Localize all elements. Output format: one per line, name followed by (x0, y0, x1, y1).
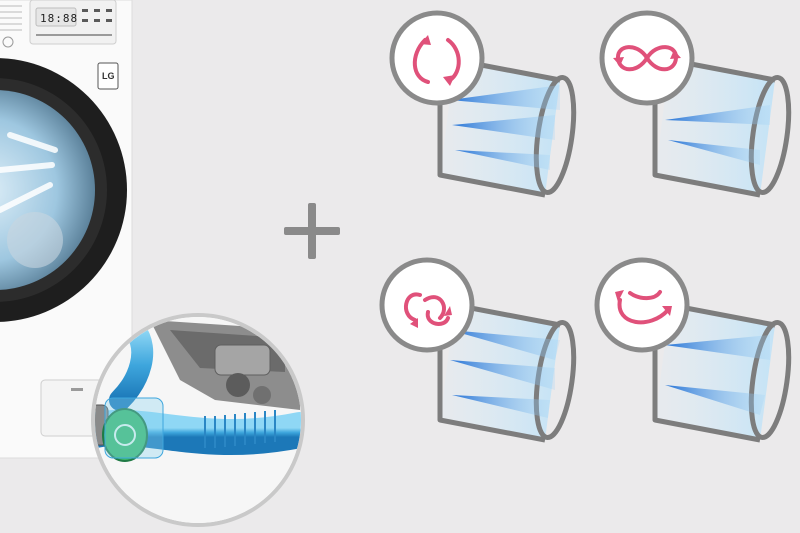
pump-body (104, 397, 164, 459)
display-readout: 18:88 (40, 12, 78, 25)
water-jets (665, 105, 770, 165)
swing-arc-icon (615, 290, 672, 325)
rotate-cycle-icon (412, 35, 461, 86)
inset-content (95, 317, 301, 523)
machine-door[interactable] (0, 58, 127, 322)
panel-button[interactable] (106, 9, 112, 12)
control-panel: 18:88 (0, 0, 117, 48)
infinity-loop-icon (613, 45, 681, 72)
hose-ribs (204, 410, 276, 448)
plus-sign (284, 203, 340, 259)
pump-housing (150, 320, 300, 410)
cover-handle (71, 388, 83, 391)
pump-inset (91, 313, 305, 527)
panel-strip (36, 34, 112, 36)
upper-hose (109, 319, 154, 411)
drum-texture (7, 212, 63, 268)
panel-button[interactable] (106, 19, 112, 22)
tumble-circles-icon (404, 292, 452, 328)
motion-panel-swing (594, 257, 792, 443)
water-jets (450, 330, 560, 418)
motion-panel-swirl (599, 10, 792, 198)
icon-circle (389, 10, 485, 106)
lg-logo-badge (97, 62, 119, 90)
panel-button[interactable] (94, 19, 100, 22)
washing-machine: 18:88 LG (0, 0, 133, 459)
water-jets (450, 85, 560, 170)
water-spray (0, 132, 58, 213)
panel-button[interactable] (82, 9, 88, 12)
panel-button[interactable] (82, 19, 88, 22)
filter-green-icon (102, 408, 148, 462)
panel-button[interactable] (94, 9, 100, 12)
motion-panel-rolling (389, 10, 577, 198)
water-jets (665, 335, 770, 415)
drum-illustration (652, 57, 792, 198)
motion-panel-tumble (379, 257, 577, 443)
power-button[interactable] (2, 36, 14, 48)
display-screen (35, 7, 77, 27)
panel-buttons (36, 9, 112, 36)
lg-logo-text: LG (102, 71, 115, 81)
program-list (0, 5, 22, 31)
icon-circle (594, 257, 690, 353)
icon-circle (379, 257, 475, 353)
